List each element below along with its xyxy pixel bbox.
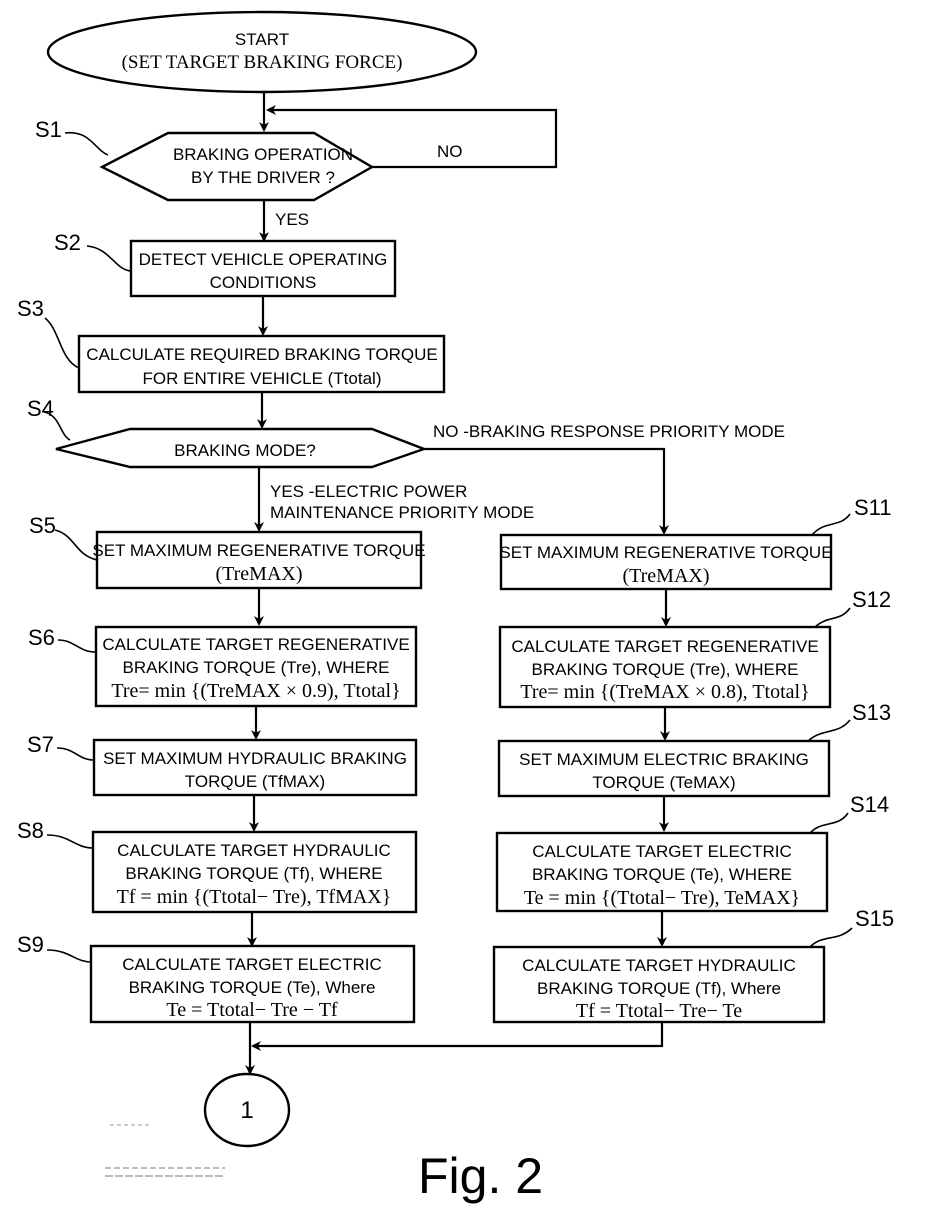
s12-text-line2: BRAKING TORQUE (Tre), WHERE <box>532 660 799 679</box>
leader-s5 <box>55 530 97 560</box>
decision-s1: BRAKING OPERATION BY THE DRIVER ? <box>102 133 372 200</box>
s1-text-line2: BY THE DRIVER ? <box>191 168 335 187</box>
s8-text-line3: Tf = min {(Ttotal− Tre), TfMAX} <box>117 886 392 908</box>
s7-text-line1: SET MAXIMUM HYDRAULIC BRAKING <box>103 749 407 768</box>
step-label-s6: S6 <box>28 625 55 650</box>
leader-s1 <box>65 133 108 155</box>
s4-text-line1: BRAKING MODE? <box>174 441 316 460</box>
leader-s3 <box>45 318 79 368</box>
edge-label-s4-yes-line2: MAINTENANCE PRIORITY MODE <box>270 503 534 522</box>
s9-text-line3: Te = Ttotal− Tre − Tf <box>166 999 337 1021</box>
process-s11: SET MAXIMUM REGENERATIVE TORQUE (TreMAX) <box>499 535 832 589</box>
s5-text-line2: (TreMAX) <box>215 563 302 585</box>
process-s6: CALCULATE TARGET REGENERATIVE BRAKING TO… <box>96 627 416 706</box>
s3-text-line2: FOR ENTIRE VEHICLE (Ttotal) <box>143 369 382 388</box>
s5-text-line1: SET MAXIMUM REGENERATIVE TORQUE <box>92 541 425 560</box>
leader-s12 <box>815 608 850 627</box>
process-s3: CALCULATE REQUIRED BRAKING TORQUE FOR EN… <box>79 336 444 392</box>
leader-s2 <box>87 246 131 271</box>
s14-text-line3: Te = min {(Ttotal− Tre), TeMAX} <box>524 887 800 909</box>
step-label-s13: S13 <box>852 700 891 725</box>
leader-s13 <box>808 720 850 741</box>
leader-s6 <box>58 640 96 652</box>
edge-label-s4-no: NO -BRAKING RESPONSE PRIORITY MODE <box>433 422 785 441</box>
step-label-s7: S7 <box>27 732 54 757</box>
s2-text-line2: CONDITIONS <box>210 273 317 292</box>
s8-text-line2: BRAKING TORQUE (Tf), WHERE <box>125 864 382 883</box>
step-label-s14: S14 <box>850 792 889 817</box>
s9-text-line1: CALCULATE TARGET ELECTRIC <box>122 955 381 974</box>
s6-text-line2: BRAKING TORQUE (Tre), WHERE <box>123 658 390 677</box>
s15-text-line1: CALCULATE TARGET HYDRAULIC <box>522 956 796 975</box>
leader-s8 <box>47 835 93 848</box>
s13-text-line2: TORQUE (TeMAX) <box>592 773 735 792</box>
edge-label-s1-no: NO <box>437 142 463 161</box>
s9-text-line2: BRAKING TORQUE (Te), Where <box>129 978 376 997</box>
decision-s4: BRAKING MODE? <box>56 429 424 467</box>
s6-text-line1: CALCULATE TARGET REGENERATIVE <box>102 635 409 654</box>
start-terminal: START (SET TARGET BRAKING FORCE) <box>48 12 476 92</box>
process-s13: SET MAXIMUM ELECTRIC BRAKING TORQUE (TeM… <box>499 741 829 796</box>
s11-text-line2: (TreMAX) <box>622 565 709 587</box>
s13-text-line1: SET MAXIMUM ELECTRIC BRAKING <box>519 750 809 769</box>
step-label-s8: S8 <box>17 818 44 843</box>
s15-text-line3: Tf = Ttotal− Tre− Te <box>576 1000 742 1022</box>
process-s8: CALCULATE TARGET HYDRAULIC BRAKING TORQU… <box>93 832 416 912</box>
step-label-s12: S12 <box>852 587 891 612</box>
leader-s9 <box>47 950 91 962</box>
s6-text-line3: Tre= min {(TreMAX × 0.9), Ttotal} <box>111 680 400 702</box>
process-s9: CALCULATE TARGET ELECTRIC BRAKING TORQUE… <box>91 946 414 1022</box>
figure-label: Fig. 2 <box>418 1148 543 1204</box>
process-s14: CALCULATE TARGET ELECTRIC BRAKING TORQUE… <box>497 833 827 911</box>
s11-text-line1: SET MAXIMUM REGENERATIVE TORQUE <box>499 543 832 562</box>
step-label-s2: S2 <box>54 230 81 255</box>
s12-text-line3: Tre= min {(TreMAX × 0.8), Ttotal} <box>520 681 809 703</box>
s14-text-line1: CALCULATE TARGET ELECTRIC <box>532 842 791 861</box>
step-label-s15: S15 <box>855 906 894 931</box>
leader-s15 <box>810 928 852 947</box>
s12-text-line1: CALCULATE TARGET REGENERATIVE <box>511 637 818 656</box>
edge-label-s4-yes-line1: YES -ELECTRIC POWER <box>270 482 467 501</box>
process-s2: DETECT VEHICLE OPERATING CONDITIONS <box>131 241 395 296</box>
start-subtitle: (SET TARGET BRAKING FORCE) <box>122 52 403 73</box>
connector-label: 1 <box>240 1097 253 1124</box>
s14-text-line2: BRAKING TORQUE (Te), WHERE <box>532 865 792 884</box>
step-label-s4: S4 <box>27 396 54 421</box>
s15-text-line2: BRAKING TORQUE (Tf), Where <box>537 979 781 998</box>
step-label-s11: S11 <box>854 495 892 520</box>
process-s12: CALCULATE TARGET REGENERATIVE BRAKING TO… <box>500 627 830 707</box>
step-label-s1: S1 <box>35 117 62 142</box>
leader-s11 <box>812 514 850 535</box>
s8-text-line1: CALCULATE TARGET HYDRAULIC <box>117 841 391 860</box>
step-label-s3: S3 <box>17 296 44 321</box>
arrow-s15-merge <box>253 1022 662 1046</box>
step-label-s5: S5 <box>29 513 56 538</box>
leader-s7 <box>57 748 94 760</box>
start-title: START <box>235 30 289 49</box>
leader-s14 <box>810 813 848 833</box>
s7-text-line2: TORQUE (TfMAX) <box>185 772 325 791</box>
process-s7: SET MAXIMUM HYDRAULIC BRAKING TORQUE (Tf… <box>94 740 416 795</box>
edge-label-s1-yes: YES <box>275 210 309 229</box>
process-s5: SET MAXIMUM REGENERATIVE TORQUE (TreMAX) <box>92 532 425 588</box>
process-s15: CALCULATE TARGET HYDRAULIC BRAKING TORQU… <box>494 947 824 1022</box>
s1-text-line1: BRAKING OPERATION <box>173 145 353 164</box>
connector-1: 1 <box>205 1074 289 1146</box>
s3-text-line1: CALCULATE REQUIRED BRAKING TORQUE <box>86 345 437 364</box>
step-label-s9: S9 <box>17 932 44 957</box>
s2-text-line1: DETECT VEHICLE OPERATING <box>139 250 388 269</box>
